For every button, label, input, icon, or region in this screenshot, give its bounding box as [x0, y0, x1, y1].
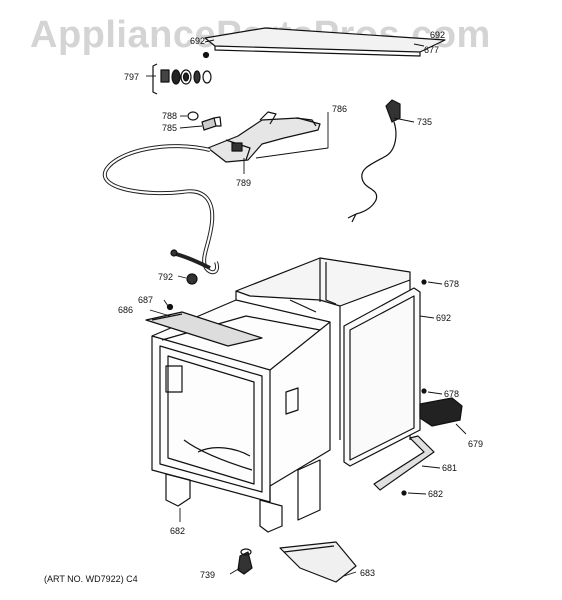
label-682-left: 682	[170, 526, 185, 536]
label-786: 786	[332, 104, 347, 114]
inlet-valve-hose-part	[102, 111, 321, 275]
part-labels: 692 677 692 797 786 788 785 735 789 792 …	[118, 30, 483, 580]
tub-assembly-part	[151, 299, 331, 503]
trim-bracket-part	[419, 397, 463, 427]
label-785: 785	[162, 123, 177, 133]
o-ring-part	[187, 111, 199, 121]
leveling-leg-part	[237, 548, 253, 575]
label-677: 677	[424, 45, 439, 55]
outer-frame-part	[235, 257, 411, 440]
label-692-corner: 692	[430, 30, 445, 40]
kick-plate-part	[279, 541, 357, 583]
label-792: 792	[158, 272, 173, 282]
label-739: 739	[200, 570, 215, 580]
art-number: (ART NO. WD7922) C4	[44, 574, 138, 584]
elbow-fitting-part	[201, 116, 222, 131]
fitting-assembly-part	[152, 63, 212, 95]
label-692-top: 692	[190, 36, 205, 46]
vent-strip-part	[145, 303, 263, 347]
label-686: 686	[118, 305, 133, 315]
label-687: 687	[138, 295, 153, 305]
top-panel-part	[202, 27, 446, 59]
rail-part	[373, 435, 435, 496]
power-cord-part	[347, 99, 401, 223]
side-panel-part	[343, 279, 427, 467]
label-679: 679	[468, 439, 483, 449]
label-788: 788	[162, 111, 177, 121]
label-692-side: 692	[436, 313, 451, 323]
base-legs-part	[165, 459, 321, 533]
leader-lines	[146, 39, 467, 577]
label-681: 681	[442, 463, 457, 473]
cap-part	[186, 273, 198, 285]
label-678-mid: 678	[444, 389, 459, 399]
label-683: 683	[360, 568, 375, 578]
label-789: 789	[236, 178, 251, 188]
label-678-top: 678	[444, 279, 459, 289]
label-797: 797	[124, 72, 139, 82]
label-682-right: 682	[428, 489, 443, 499]
label-735: 735	[417, 117, 432, 127]
